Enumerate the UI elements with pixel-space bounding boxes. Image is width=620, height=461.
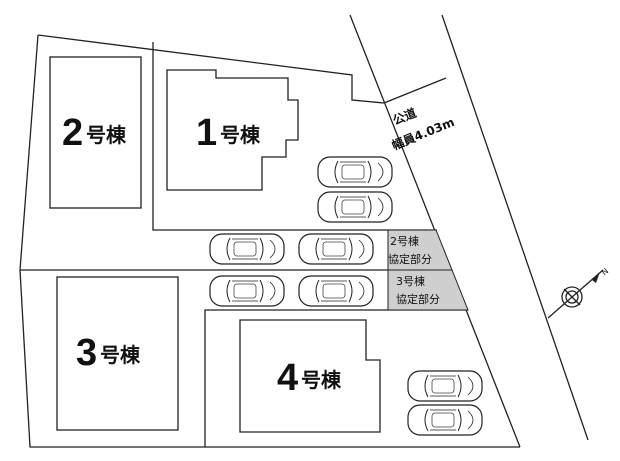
building-3-number: 3 (76, 332, 97, 374)
building-4-number: 4 (277, 357, 298, 399)
agreement-area-2-label: 協定部分 (388, 252, 432, 266)
north-label: N (600, 266, 610, 277)
car-icon (209, 233, 285, 265)
building-3: 3 号棟 (56, 276, 179, 431)
car-icon (317, 191, 393, 223)
car-icon (209, 275, 285, 307)
car-icon (407, 404, 483, 436)
road-label: 公道 (391, 105, 419, 128)
car-icon (298, 233, 374, 265)
agreement-area-2: 2号棟 協定部分 (387, 229, 453, 271)
lot-boundaries (19, 34, 520, 448)
agreement-area-3-label: 協定部分 (396, 292, 440, 306)
agreement-area-3: 3号棟 協定部分 (387, 269, 469, 311)
building-2-number: 2 (62, 112, 83, 154)
north-arrow-icon: N (547, 266, 610, 319)
building-2-suffix: 号棟 (86, 123, 127, 147)
building-2: 2 号棟 (49, 56, 142, 209)
building-1-number: 1 (196, 112, 217, 154)
agreement-area-2-title: 2号棟 (390, 234, 419, 248)
car-icon (407, 370, 483, 402)
building-4-suffix: 号棟 (301, 368, 342, 392)
car-icon (317, 156, 393, 188)
building-3-suffix: 号棟 (100, 343, 141, 367)
building-1: 1 号棟 (166, 69, 299, 191)
building-1-suffix: 号棟 (220, 123, 261, 147)
agreement-area-3-title: 3号棟 (396, 274, 425, 288)
building-4: 4 号棟 (239, 319, 381, 433)
car-icon (298, 275, 374, 307)
